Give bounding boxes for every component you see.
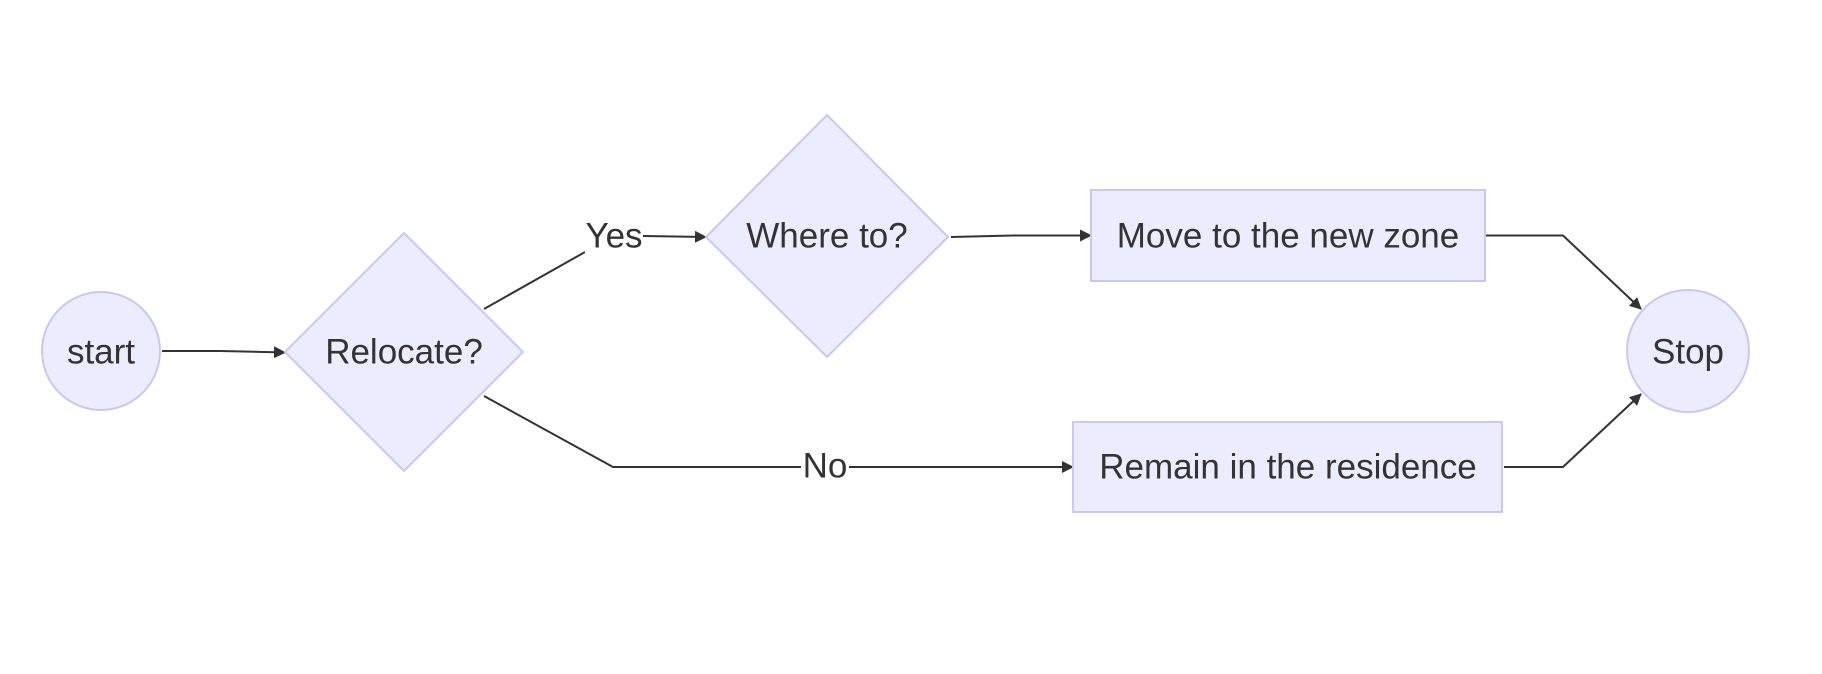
node-start[interactable]: start <box>41 291 161 411</box>
edge-relocate-to-remain <box>483 395 801 468</box>
node-relocate-decision[interactable]: Relocate? <box>283 231 525 473</box>
edge-where-to-to-move <box>950 229 1092 242</box>
edge-label-yes: Yes <box>585 217 642 256</box>
edge-label-no: No <box>803 447 848 486</box>
edge-yes-to-where-to <box>642 230 707 243</box>
edge-start-to-relocate <box>162 346 286 359</box>
node-stop[interactable]: Stop <box>1626 289 1750 413</box>
edge-relocate-to-where-to <box>483 251 586 310</box>
node-remain-label: Remain in the residence <box>1099 448 1476 487</box>
node-relocate-label: Relocate? <box>325 333 483 372</box>
node-move-to-new-zone[interactable]: Move to the new zone <box>1090 189 1486 282</box>
edge-move-to-stop <box>1486 234 1642 310</box>
node-move-label: Move to the new zone <box>1117 217 1459 256</box>
node-start-label: start <box>67 333 135 372</box>
edge-remain-to-stop <box>1504 393 1642 468</box>
node-stop-label: Stop <box>1652 333 1724 372</box>
edge-label-yes-group: Yes <box>585 216 643 256</box>
node-where-to-label: Where to? <box>746 217 907 256</box>
node-remain-in-residence[interactable]: Remain in the residence <box>1072 421 1503 513</box>
node-where-to-decision[interactable]: Where to? <box>704 113 950 359</box>
edges-group <box>162 229 1642 473</box>
edge-label-no-group: No <box>801 446 849 488</box>
